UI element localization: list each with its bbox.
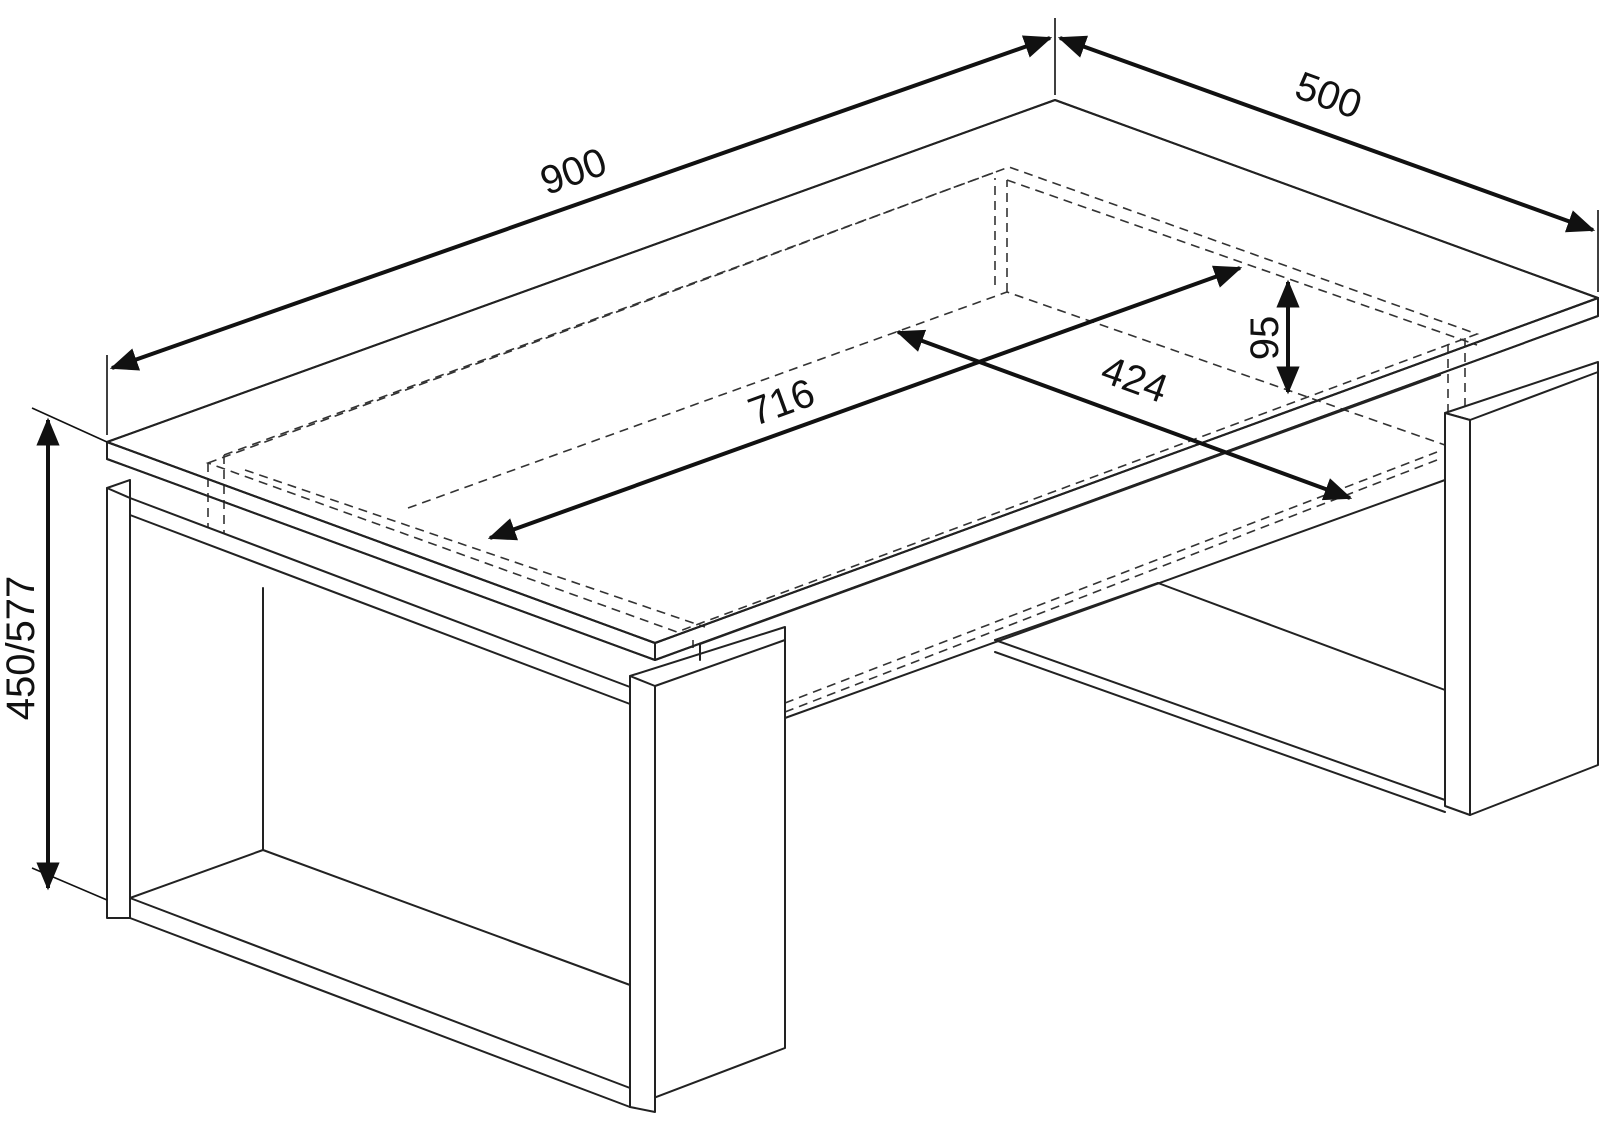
inner-length-dimension-line [487,265,1243,541]
height-label: 450/577 [0,576,43,721]
dimension-lines [31,18,1599,901]
lower-shelf [784,479,1446,813]
inner-height-label: 95 [1243,316,1287,361]
depth-label: 500 [1290,64,1368,128]
extension-line-height-bottom [31,867,108,901]
left-side-panel [106,479,631,1108]
right-leg [1444,361,1599,816]
inner-depth-label: 424 [1096,348,1174,412]
inner-depth-dimension-line [895,329,1353,501]
length-dimension-line [109,35,1053,371]
front-leg [629,626,786,1113]
depth-dimension-line [1057,35,1596,233]
extension-line-height-top [31,407,108,443]
